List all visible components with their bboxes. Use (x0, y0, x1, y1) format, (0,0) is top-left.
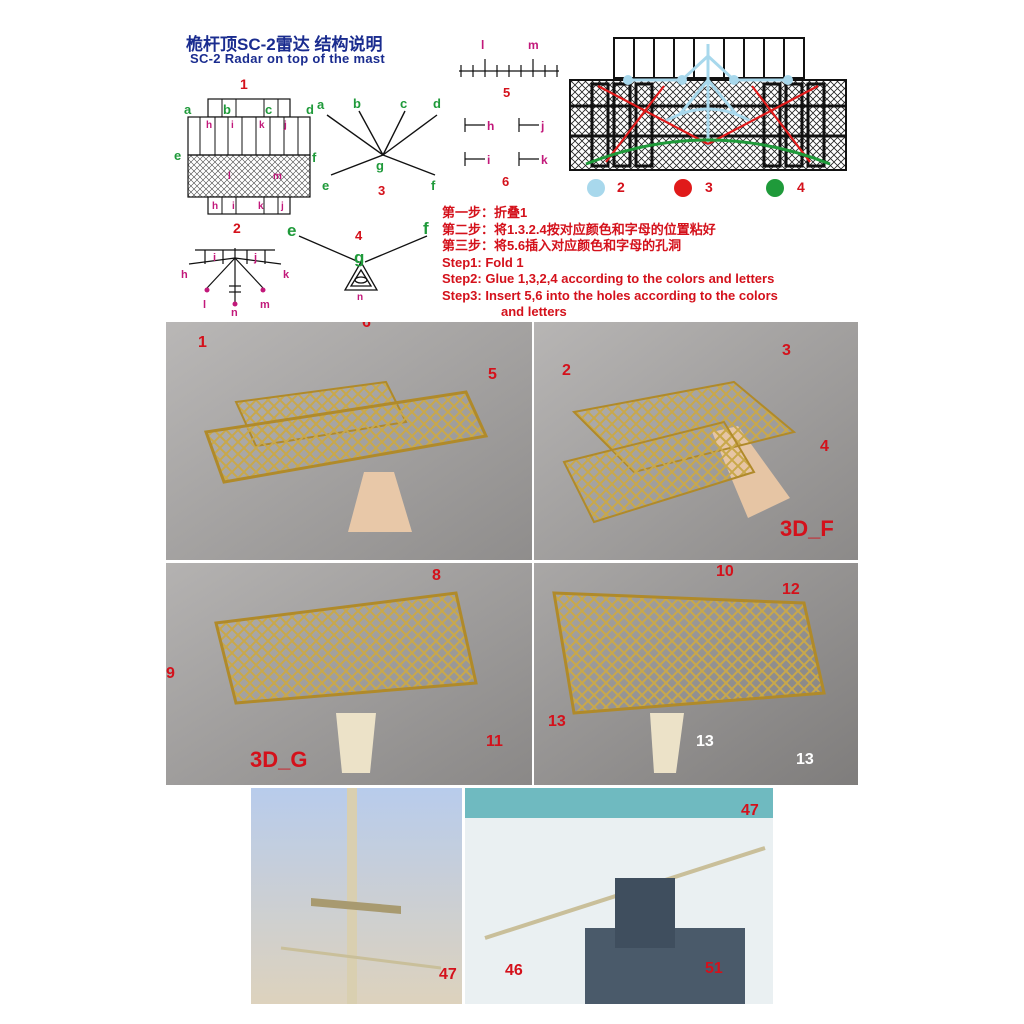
legend-label-3: 3 (705, 179, 713, 195)
svg-text:3: 3 (378, 183, 385, 198)
step-2-cn: 第二步：将1.3.2.4按对应颜色和字母的位置粘好 (442, 221, 716, 237)
legend-label-4: 4 (797, 179, 805, 195)
svg-text:j: j (253, 252, 257, 264)
svg-text:5: 5 (503, 85, 510, 100)
photo-assembly-4: 12 10 12 13 13 13 (534, 563, 858, 785)
photo-tag-3d-g: 3D_G (250, 747, 308, 772)
svg-text:h: h (212, 201, 218, 212)
svg-text:m: m (528, 38, 539, 52)
photo-tag-3d-f: 3D_F (780, 516, 834, 541)
step-1-cn: 第一步：折叠1 (442, 205, 528, 220)
photo-mast-1: 49 47 49 (251, 788, 462, 1004)
svg-text:l: l (481, 38, 484, 52)
svg-text:i: i (487, 153, 490, 167)
assembly-diagram (568, 36, 850, 174)
svg-text:a: a (317, 97, 325, 112)
svg-text:d: d (433, 96, 441, 111)
svg-text:k: k (258, 201, 264, 212)
diagram-6: h j i k 6 (455, 110, 565, 190)
color-legend: 2 3 4 (585, 178, 825, 200)
diagram-2: 2 i j h k l n m (175, 218, 295, 319)
svg-text:g: g (376, 158, 384, 173)
label-a: a (184, 102, 192, 117)
svg-text:6: 6 (502, 174, 509, 189)
svg-text:h: h (487, 119, 494, 133)
svg-text:j: j (280, 201, 284, 212)
svg-text:i: i (231, 120, 234, 131)
diagram-4: 4 e f g n (285, 218, 445, 308)
svg-text:h: h (206, 120, 212, 131)
step-2-en: Step2: Glue 1,3,2,4 according to the col… (442, 271, 775, 286)
photo-assembly-3: 8 9 11 3D_G (166, 563, 532, 785)
svg-text:e: e (287, 221, 296, 240)
step-3-en-cont: and letters (501, 304, 567, 319)
step-1-en: Step1: Fold 1 (442, 254, 524, 270)
svg-text:f: f (423, 219, 429, 238)
diagram-5: l m 5 (455, 35, 565, 100)
svg-text:l: l (228, 171, 231, 182)
svg-text:2: 2 (233, 220, 241, 236)
legend-dot-4 (766, 179, 784, 197)
svg-text:i: i (232, 201, 235, 212)
label-d: d (306, 102, 314, 117)
svg-text:k: k (541, 153, 548, 167)
photo-assembly-1: 1 6 5 (166, 322, 532, 560)
label-c: c (265, 102, 272, 117)
assembly-steps: 第一步：折叠1 第二步：将1.3.2.4按对应颜色和字母的位置粘好 第三步：将5… (442, 205, 778, 321)
label-b: b (223, 102, 231, 117)
svg-text:k: k (283, 269, 290, 281)
diagram-1: 1 a b c d e f h i k j l (170, 75, 330, 220)
photo-assembly-2: 2 3 4 3D_F (534, 322, 858, 560)
svg-text:e: e (322, 178, 329, 193)
svg-text:l: l (203, 299, 206, 311)
svg-text:c: c (400, 96, 407, 111)
svg-text:h: h (181, 269, 188, 281)
svg-text:m: m (260, 299, 270, 311)
step-3-en: Step3: Insert 5,6 into the holes accordi… (442, 287, 778, 303)
svg-text:g: g (354, 248, 364, 267)
label-f: f (312, 150, 317, 165)
svg-text:b: b (353, 96, 361, 111)
legend-dot-2 (587, 179, 605, 197)
legend-label-2: 2 (617, 179, 625, 195)
svg-text:j: j (283, 120, 287, 131)
label-e: e (174, 148, 181, 163)
svg-text:f: f (431, 178, 436, 193)
svg-text:4: 4 (355, 228, 363, 243)
step-3-cn: 第三步：将5.6插入对应颜色和字母的孔洞 (442, 238, 682, 253)
diagram-3: a b c d g e f 3 (315, 95, 450, 200)
svg-text:n: n (357, 292, 363, 303)
legend-dot-3 (674, 179, 692, 197)
svg-text:n: n (231, 307, 238, 318)
svg-text:k: k (259, 120, 265, 131)
title-chinese: 桅杆顶SC-2雷达 结构说明 (186, 35, 383, 54)
diagram-1-number: 1 (240, 76, 248, 92)
title-english: SC-2 Radar on top of the mast (190, 51, 386, 66)
svg-text:m: m (273, 171, 282, 182)
svg-text:j: j (540, 119, 544, 133)
photo-mast-2: 46 47 46 51 (465, 788, 773, 1004)
svg-text:i: i (213, 252, 216, 264)
